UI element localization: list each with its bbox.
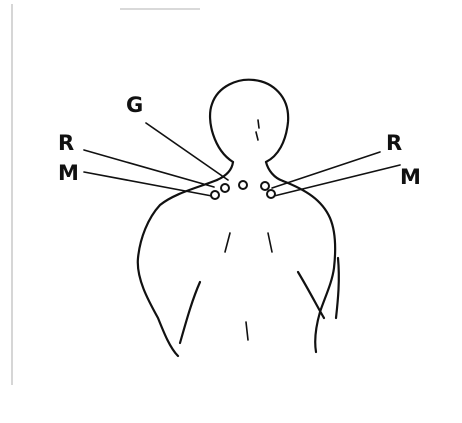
electrode-m-right xyxy=(267,190,275,198)
electrode-g xyxy=(239,181,247,189)
electrode-m-left xyxy=(211,191,219,199)
label-r-left: R xyxy=(58,131,74,155)
body-right-outline xyxy=(283,181,335,352)
head-outline xyxy=(210,80,288,162)
label-g: G xyxy=(126,93,143,117)
body-left-outline xyxy=(138,180,217,356)
right-arm-inner xyxy=(298,272,324,318)
label-m-left: M xyxy=(58,161,79,185)
left-arm-inner xyxy=(180,282,200,343)
label-m-right: M xyxy=(400,165,421,189)
leader-line-m-left xyxy=(84,172,212,196)
electrode-r-left xyxy=(221,184,229,192)
scapula-left-mark xyxy=(225,233,230,252)
hair-mark xyxy=(258,120,259,128)
label-r-right: R xyxy=(386,131,402,155)
leader-line-r-left xyxy=(84,150,214,187)
ear-mark xyxy=(256,132,258,140)
spine-mark xyxy=(246,322,248,340)
right-arm-outer xyxy=(336,258,339,318)
scapula-right-mark xyxy=(268,233,272,252)
neck-right xyxy=(266,162,283,181)
electrode-r-right xyxy=(261,182,269,190)
